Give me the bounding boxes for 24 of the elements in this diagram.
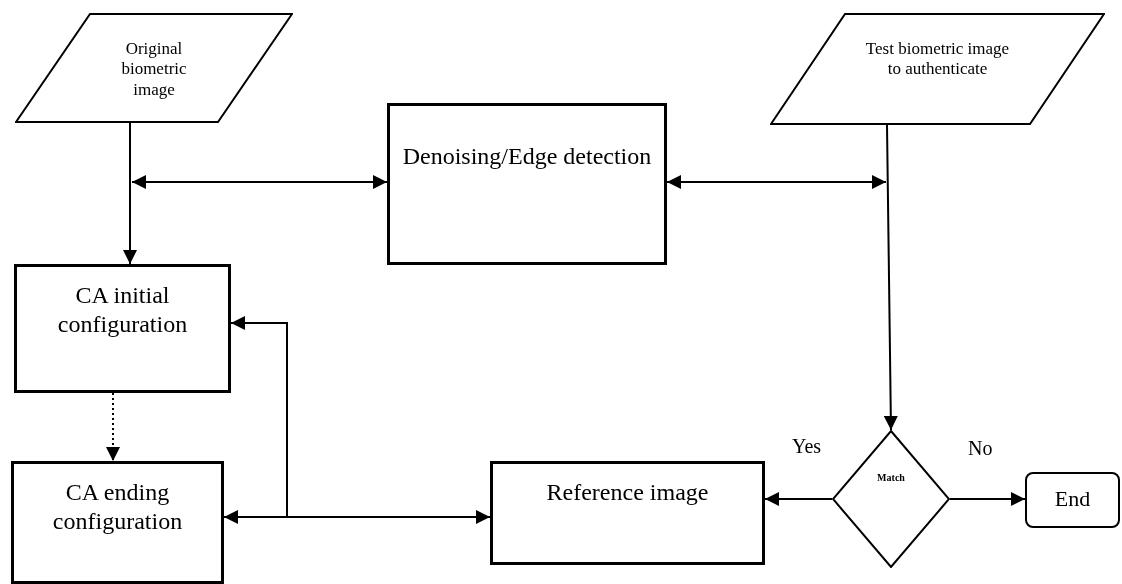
- process-box: [387, 103, 667, 265]
- process-box: [490, 461, 765, 565]
- terminal-box: [1025, 472, 1120, 528]
- arrow: [223, 510, 491, 524]
- arrow: [883, 124, 898, 431]
- node-text: Denoising/Edge detection: [402, 142, 652, 171]
- node-text: End: [1054, 486, 1091, 513]
- process-box: [14, 264, 231, 393]
- arrow: [131, 175, 388, 189]
- arrow: [106, 392, 120, 462]
- node-text: Match: [877, 472, 905, 484]
- edge-label: Yes: [790, 436, 824, 456]
- edge-label: No: [966, 438, 995, 458]
- arrow: [949, 492, 1026, 506]
- node-text: Test biometric image to authenticate: [864, 39, 1011, 80]
- arrow: [666, 175, 887, 189]
- arrow: [764, 492, 833, 506]
- arrow: [230, 316, 288, 518]
- node-text: Reference image: [546, 478, 709, 507]
- node-text: CA initial configuration: [56, 281, 189, 339]
- arrow: [123, 122, 137, 265]
- process-box: [11, 461, 224, 584]
- node-text: Original biometric image: [120, 39, 188, 101]
- node-text: CA ending configuration: [51, 478, 184, 536]
